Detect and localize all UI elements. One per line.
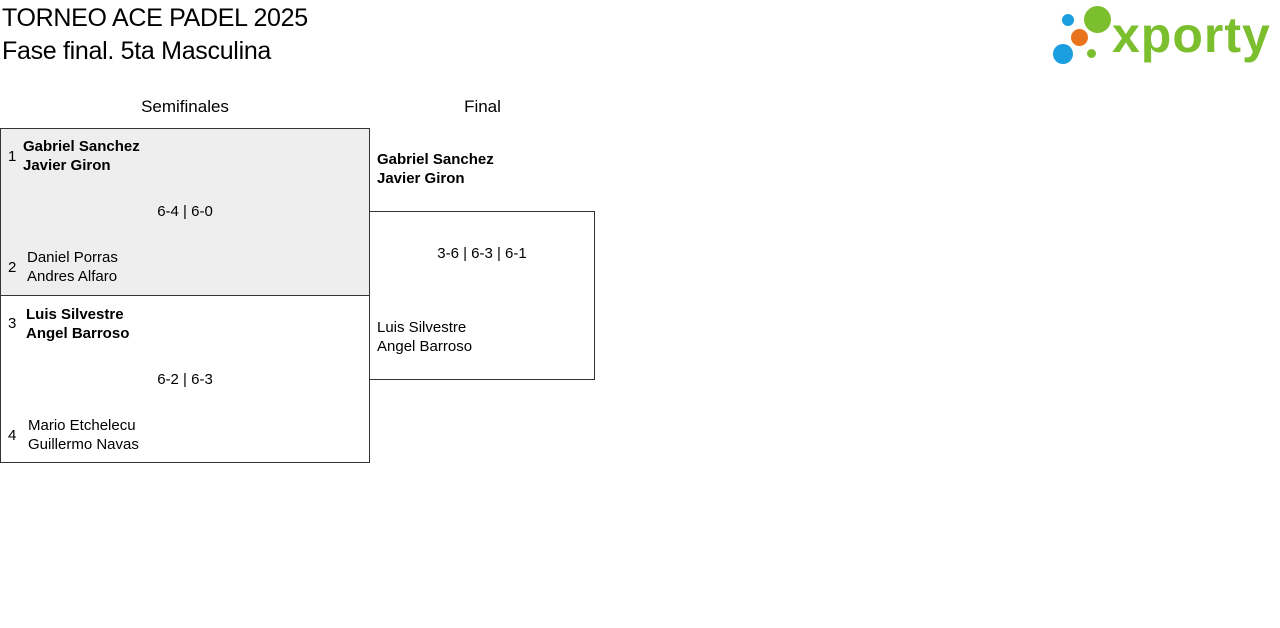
- player-name: Angel Barroso: [377, 338, 473, 355]
- player-name: Gabriel Sanchez: [23, 138, 140, 155]
- player-name: Javier Giron: [377, 170, 465, 187]
- player-name: Luis Silvestre: [26, 306, 124, 323]
- player-name: Angel Barroso: [26, 325, 130, 342]
- xporty-logo[interactable]: xporty: [1050, 4, 1275, 66]
- team-name: Daniel Porras Andres Alfaro: [27, 248, 118, 286]
- team-name: Luis Silvestre Angel Barroso: [377, 318, 472, 356]
- logo-dot-green-small: [1087, 49, 1096, 58]
- round-label-final: Final: [464, 97, 501, 116]
- seed-number: 4: [8, 427, 17, 444]
- player-name: Gabriel Sanchez: [377, 151, 494, 168]
- logo-dot-blue-small: [1062, 14, 1074, 26]
- tournament-title: TORNEO ACE PADEL 2025: [2, 4, 308, 32]
- player-name: Daniel Porras: [27, 249, 118, 266]
- logo-dot-green: [1084, 6, 1111, 33]
- round-label-semifinals: Semifinales: [141, 97, 229, 116]
- semifinal-match-1[interactable]: 1 Gabriel Sanchez Javier Giron 6-4 | 6-0…: [0, 128, 370, 296]
- semifinal-match-2[interactable]: 3 Luis Silvestre Angel Barroso 6-2 | 6-3…: [0, 295, 370, 463]
- logo-wordmark: xporty: [1112, 7, 1271, 63]
- team-name: Luis Silvestre Angel Barroso: [26, 305, 129, 343]
- player-name: Luis Silvestre: [377, 319, 467, 336]
- player-name: Andres Alfaro: [27, 268, 118, 285]
- player-name: Javier Giron: [23, 157, 111, 174]
- team-name: Mario Etchelecu Guillermo Navas: [28, 416, 139, 454]
- seed-number: 3: [8, 315, 17, 332]
- player-name: Mario Etchelecu: [28, 417, 136, 434]
- logo-dot-orange: [1071, 29, 1088, 46]
- match-score: 6-4 | 6-0: [157, 203, 213, 220]
- final-winner-team: Gabriel Sanchez Javier Giron: [377, 150, 494, 188]
- team-name: Gabriel Sanchez Javier Giron: [23, 137, 140, 175]
- logo-dot-blue: [1053, 44, 1073, 64]
- match-score: 6-2 | 6-3: [157, 371, 213, 388]
- final-score: 3-6 | 6-3 | 6-1: [437, 245, 527, 262]
- player-name: Guillermo Navas: [28, 436, 139, 453]
- seed-number: 2: [8, 259, 17, 276]
- tournament-subtitle: Fase final. 5ta Masculina: [2, 37, 272, 65]
- final-match[interactable]: 3-6 | 6-3 | 6-1 Luis Silvestre Angel Bar…: [369, 211, 595, 380]
- seed-number: 1: [8, 148, 17, 165]
